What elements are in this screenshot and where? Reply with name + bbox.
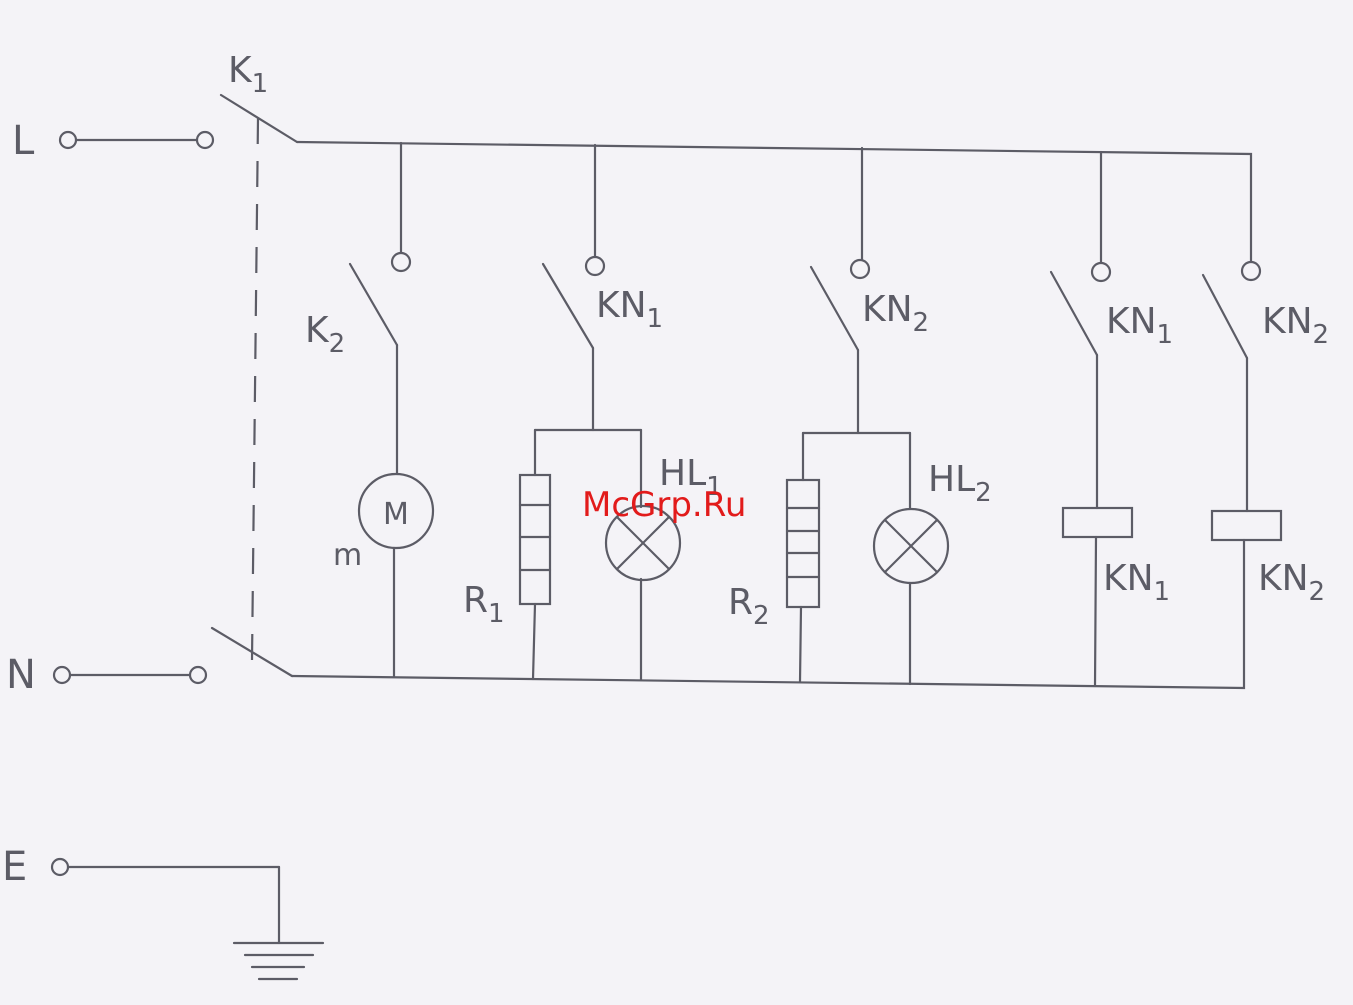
earth-terminal [52,859,279,943]
label-r1: R1 [463,580,505,629]
label-k1: K1 [228,50,268,99]
resistor-r1 [520,475,550,604]
label-e: E [2,844,27,890]
label-kn2-coil: KN2 [1258,558,1325,607]
label-kn2-contact-a: KN2 [862,289,929,338]
label-n: N [6,652,36,698]
label-kn1-contact-a: KN1 [596,285,663,334]
label-r2: R2 [728,582,770,631]
line-terminal [60,132,213,148]
watermark: McGrp.Ru [582,485,746,525]
ground-symbol [234,943,323,979]
label-k2: K2 [305,310,345,359]
line-bus [297,142,1251,262]
relay-coil-kn2 [1212,511,1281,540]
relay1-branch [1051,152,1110,686]
lamp-hl2 [874,509,948,583]
heater2-branch [800,148,910,684]
motor-branch [350,143,433,677]
label-motor-mark: m [333,538,362,573]
label-hl2: HL2 [928,459,992,508]
label-kn2-contact-b: KN2 [1262,301,1329,350]
label-motor: M [383,497,409,532]
label-l: L [12,118,35,164]
resistor-r2 [787,480,819,607]
label-kn1-contact-b: KN1 [1106,301,1173,350]
relay2-branch [1203,262,1260,511]
label-kn1-coil: KN1 [1103,558,1170,607]
neutral-terminal [54,667,206,683]
relay-coil-kn1 [1063,508,1132,537]
main-switch-k1 [212,95,297,676]
